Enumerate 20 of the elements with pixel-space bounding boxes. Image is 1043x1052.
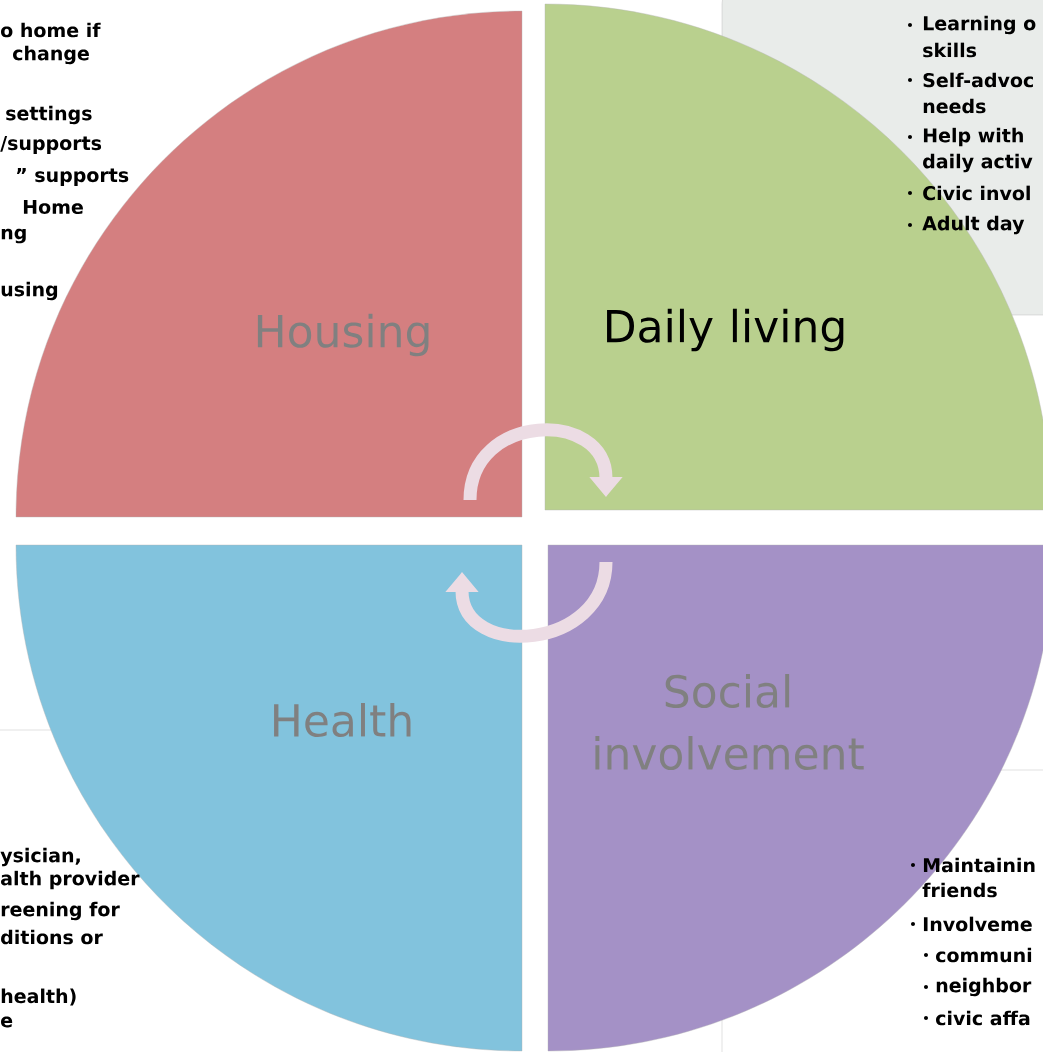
list-text: Maintainin [923,857,1035,873]
list-text: Civic invol [923,185,1030,201]
list-text: e [1,1016,13,1028]
list-text: needs [923,98,986,114]
list-text: Home [23,199,83,215]
list-text: ” supports [16,168,129,186]
list-text: Learning o [923,15,1036,35]
list-text: Help with [923,127,1023,147]
list-text: Adult day [922,215,1025,235]
list-text: Involveme [923,916,1032,932]
list-text: civic affa [936,1010,1030,1026]
curved-arrow [445,561,613,643]
list-text: skills [923,42,977,58]
list-text: change [13,45,89,65]
list-text: communi [936,947,1032,963]
list-text: daily activ [923,153,1033,173]
list-text: neighbor [936,977,1032,997]
list-text: friends [922,882,997,898]
list-text: Self-advoc [923,72,1033,88]
curved-arrow [463,423,623,501]
